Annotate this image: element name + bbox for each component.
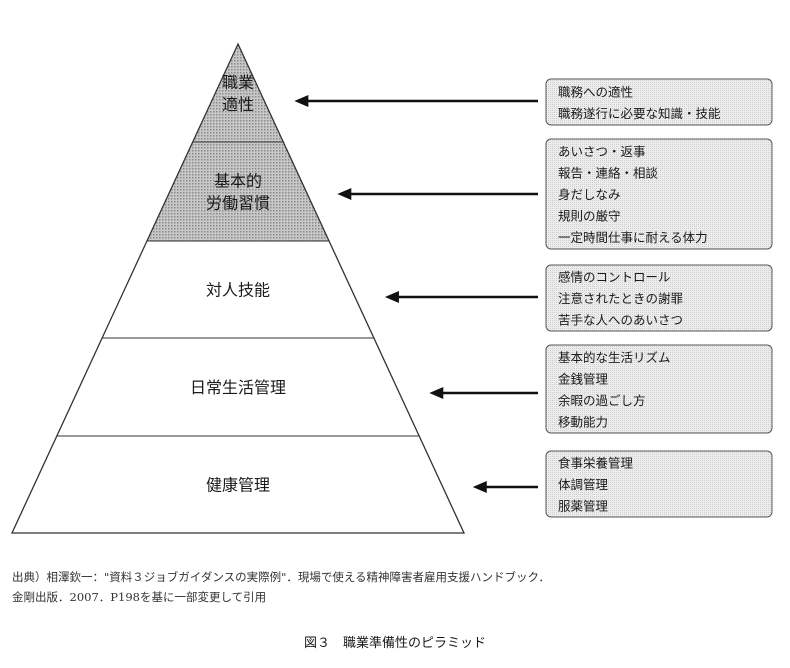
detail-item: 余暇の過ごし方 [558,393,646,408]
detail-item: 職務への適性 [558,84,633,99]
detail-box [545,138,773,250]
detail-box [545,78,773,126]
pyramid-level-label: 基本的労働習慣 [206,172,270,213]
detail-box [545,344,773,434]
pyramid-level-shading [192,44,284,142]
arrow-head-icon [472,481,487,493]
arrow-head-icon [294,95,309,107]
detail-item: 服薬管理 [558,499,609,514]
source-citation-line-1: 出典）相澤欽一："資料３ジョブガイダンスの実際例"．現場で使える精神障害者雇用支… [12,570,550,584]
detail-item: あいさつ・返事 [558,144,646,159]
source-citation-line-2: 金剛出版．2007．P198を基に一部変更して引用 [12,590,267,604]
detail-item: 一定時間仕事に耐える体力 [558,230,708,245]
detail-item: 金銭管理 [558,371,609,386]
detail-item: 身だしなみ [558,187,621,202]
detail-box [545,450,773,518]
detail-item: 注意されたときの謝罪 [558,291,683,306]
detail-item: 苦手な人へのあいさつ [558,313,683,328]
detail-item: 感情のコントロール [558,270,671,285]
detail-item: 食事栄養管理 [558,456,634,471]
pyramid-level-label: 対人技能 [206,281,270,300]
detail-box [545,264,773,332]
arrow-head-icon [384,291,399,303]
figure-caption: 図３ 職業準備性のピラミッド [303,636,486,651]
detail-item: 基本的な生活リズム [558,350,671,365]
arrow-head-icon [337,188,352,200]
detail-item: 規則の厳守 [558,209,621,224]
pyramid-level-shading [146,142,330,241]
pyramid-outline [10,42,466,534]
pyramid-level-label: 職業適性 [222,73,254,114]
arrow-head-icon [429,387,444,399]
detail-item: 職務遂行に必要な知識・技能 [558,106,721,121]
detail-item: 移動能力 [558,414,608,429]
detail-item: 報告・連絡・相談 [558,166,659,181]
pyramid-level-label: 健康管理 [206,476,270,495]
detail-item: 体調管理 [558,477,609,492]
pyramid-level-label: 日常生活管理 [190,378,286,397]
